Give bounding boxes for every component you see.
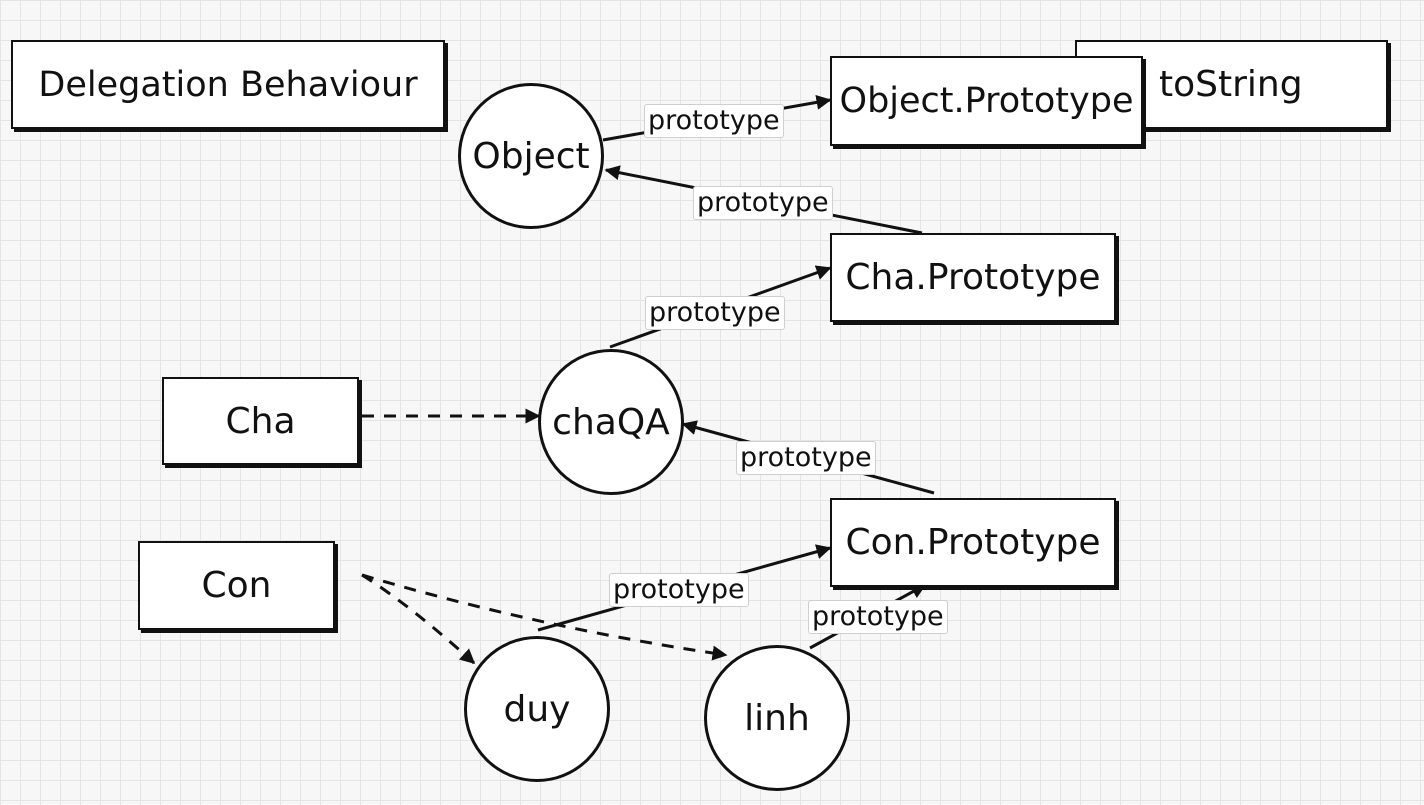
edge-con-to-linh bbox=[361, 573, 728, 661]
edge-label-object-to-object-prototype: prototype bbox=[644, 104, 784, 138]
cha-box[interactable]: Cha bbox=[162, 377, 359, 465]
edge-con-to-duy bbox=[361, 573, 476, 665]
object-text: Object bbox=[472, 135, 590, 177]
title-box[interactable]: Delegation Behaviour bbox=[11, 40, 445, 129]
chaqa-text: chaQA bbox=[552, 401, 670, 443]
duy-text: duy bbox=[503, 688, 571, 730]
edge-label-linh-to-con-prototype: prototype bbox=[808, 600, 948, 634]
linh-node[interactable]: linh bbox=[704, 645, 850, 791]
tostring-text: toString bbox=[1159, 64, 1303, 105]
edge-label-cha-prototype-to-object: prototype bbox=[693, 186, 833, 220]
chaqa-node[interactable]: chaQA bbox=[538, 349, 684, 495]
linh-text: linh bbox=[744, 697, 810, 739]
object-prototype-box[interactable]: Object.Prototype bbox=[830, 56, 1143, 146]
cha-prototype-text: Cha.Prototype bbox=[845, 257, 1101, 298]
con-prototype-box[interactable]: Con.Prototype bbox=[830, 498, 1116, 587]
edge-label-chaqa-to-cha-prototype: prototype bbox=[645, 296, 785, 330]
edge-label-duy-to-con-prototype: prototype bbox=[609, 573, 749, 607]
edge-label-con-prototype-to-chaqa: prototype bbox=[736, 441, 876, 475]
con-box[interactable]: Con bbox=[138, 541, 335, 630]
con-text: Con bbox=[201, 565, 272, 606]
object-node[interactable]: Object bbox=[458, 83, 604, 229]
cha-text: Cha bbox=[225, 400, 296, 442]
tostring-box[interactable]: toString bbox=[1075, 40, 1388, 129]
con-prototype-text: Con.Prototype bbox=[845, 522, 1101, 563]
title-text: Delegation Behaviour bbox=[38, 64, 418, 105]
duy-node[interactable]: duy bbox=[464, 636, 610, 782]
object-prototype-text: Object.Prototype bbox=[839, 81, 1134, 121]
cha-prototype-box[interactable]: Cha.Prototype bbox=[830, 233, 1116, 322]
